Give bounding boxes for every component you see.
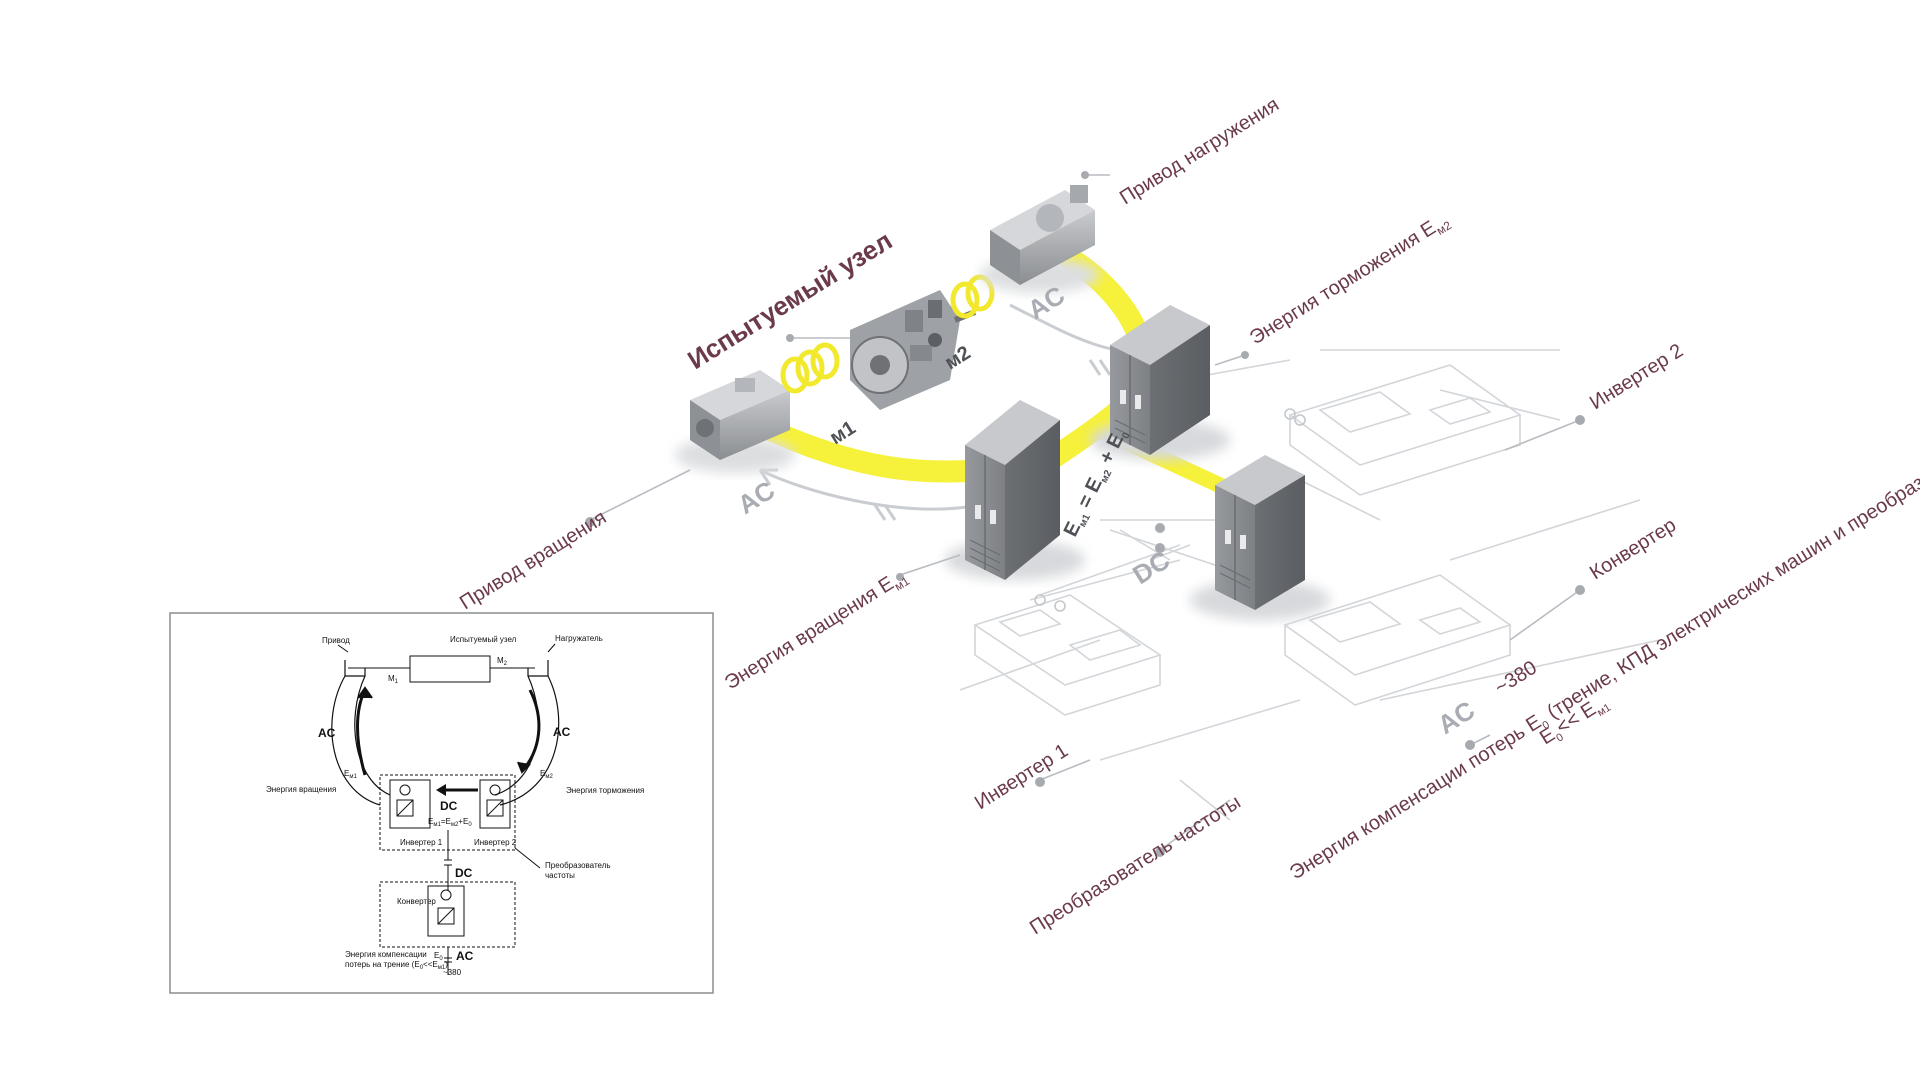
svg-text:AC: AC [456, 949, 474, 963]
label-inverter-1: Инвертер 1 [971, 740, 1072, 815]
label-rotation-energy: Энергия вращения Eм1 [721, 564, 912, 696]
svg-text:Eм1=Eм2+E0: Eм1=Eм2+E0 [428, 817, 472, 828]
load-motor [980, 185, 1100, 293]
svg-text:Испытуемый узел: Испытуемый узел [450, 635, 517, 644]
svg-text:Конвертер: Конвертер [397, 897, 436, 906]
svg-text:Инвертер 2: Инвертер 2 [474, 838, 517, 847]
svg-text:M2: M2 [497, 656, 508, 667]
label-loss-energy: Энергия компенсации потерь E0 (трение, К… [1286, 423, 1920, 887]
svg-text:AC: AC [553, 725, 571, 739]
label-rotation-drive: Привод вращения [456, 506, 610, 614]
svg-text:Энергия вращения: Энергия вращения [266, 785, 336, 794]
label-dc: DC [1127, 545, 1175, 590]
label-freq-converter: Преобразователь частоты [1026, 791, 1245, 939]
cabinet-inverter-2 [1090, 305, 1230, 460]
svg-text:Eм1: Eм1 [344, 769, 357, 780]
tested-unit-gearbox [850, 290, 960, 410]
svg-text:частоты: частоты [545, 871, 575, 880]
cabinet-inverter-1 [945, 400, 1085, 580]
svg-text:потерь на трение (E0<<Eм1): потерь на трение (E0<<Eм1) [345, 960, 448, 971]
svg-text:DC: DC [455, 866, 473, 880]
svg-text:E0: E0 [434, 951, 443, 962]
label-ac-bottom: AC [1432, 695, 1480, 740]
svg-text:DC: DC [440, 799, 458, 813]
svg-text:Преобразователь: Преобразователь [545, 861, 611, 870]
label-380: ~380 [1491, 657, 1541, 700]
svg-text:M1: M1 [388, 674, 399, 685]
svg-text:Eм2: Eм2 [540, 769, 553, 780]
leader-lines [585, 171, 1585, 857]
svg-text:~380: ~380 [443, 968, 462, 977]
svg-text:AC: AC [318, 726, 336, 740]
label-inverter-2: Инвертер 2 [1586, 340, 1687, 415]
label-braking-energy: Энергия торможения Eм2 [1246, 209, 1454, 352]
cabinet-converter [1190, 455, 1330, 620]
svg-text:Энергия компенсации: Энергия компенсации [345, 950, 427, 959]
svg-text:Энергия торможения: Энергия торможения [566, 786, 644, 795]
label-load-drive: Привод нагружения [1116, 94, 1283, 210]
label-ac-left: AC [732, 475, 780, 520]
svg-text:Нагружатель: Нагружатель [555, 634, 603, 643]
inset-schematic: Привод Испытуемый узел Нагружатель M1 M2… [169, 612, 714, 994]
rotation-motor [675, 370, 795, 473]
svg-text:Привод: Привод [322, 636, 350, 645]
svg-text:Инвертер 1: Инвертер 1 [400, 838, 443, 847]
label-converter: Конвертер [1586, 514, 1680, 584]
coupling-m2 [950, 274, 995, 319]
coupling-m1 [780, 342, 840, 394]
